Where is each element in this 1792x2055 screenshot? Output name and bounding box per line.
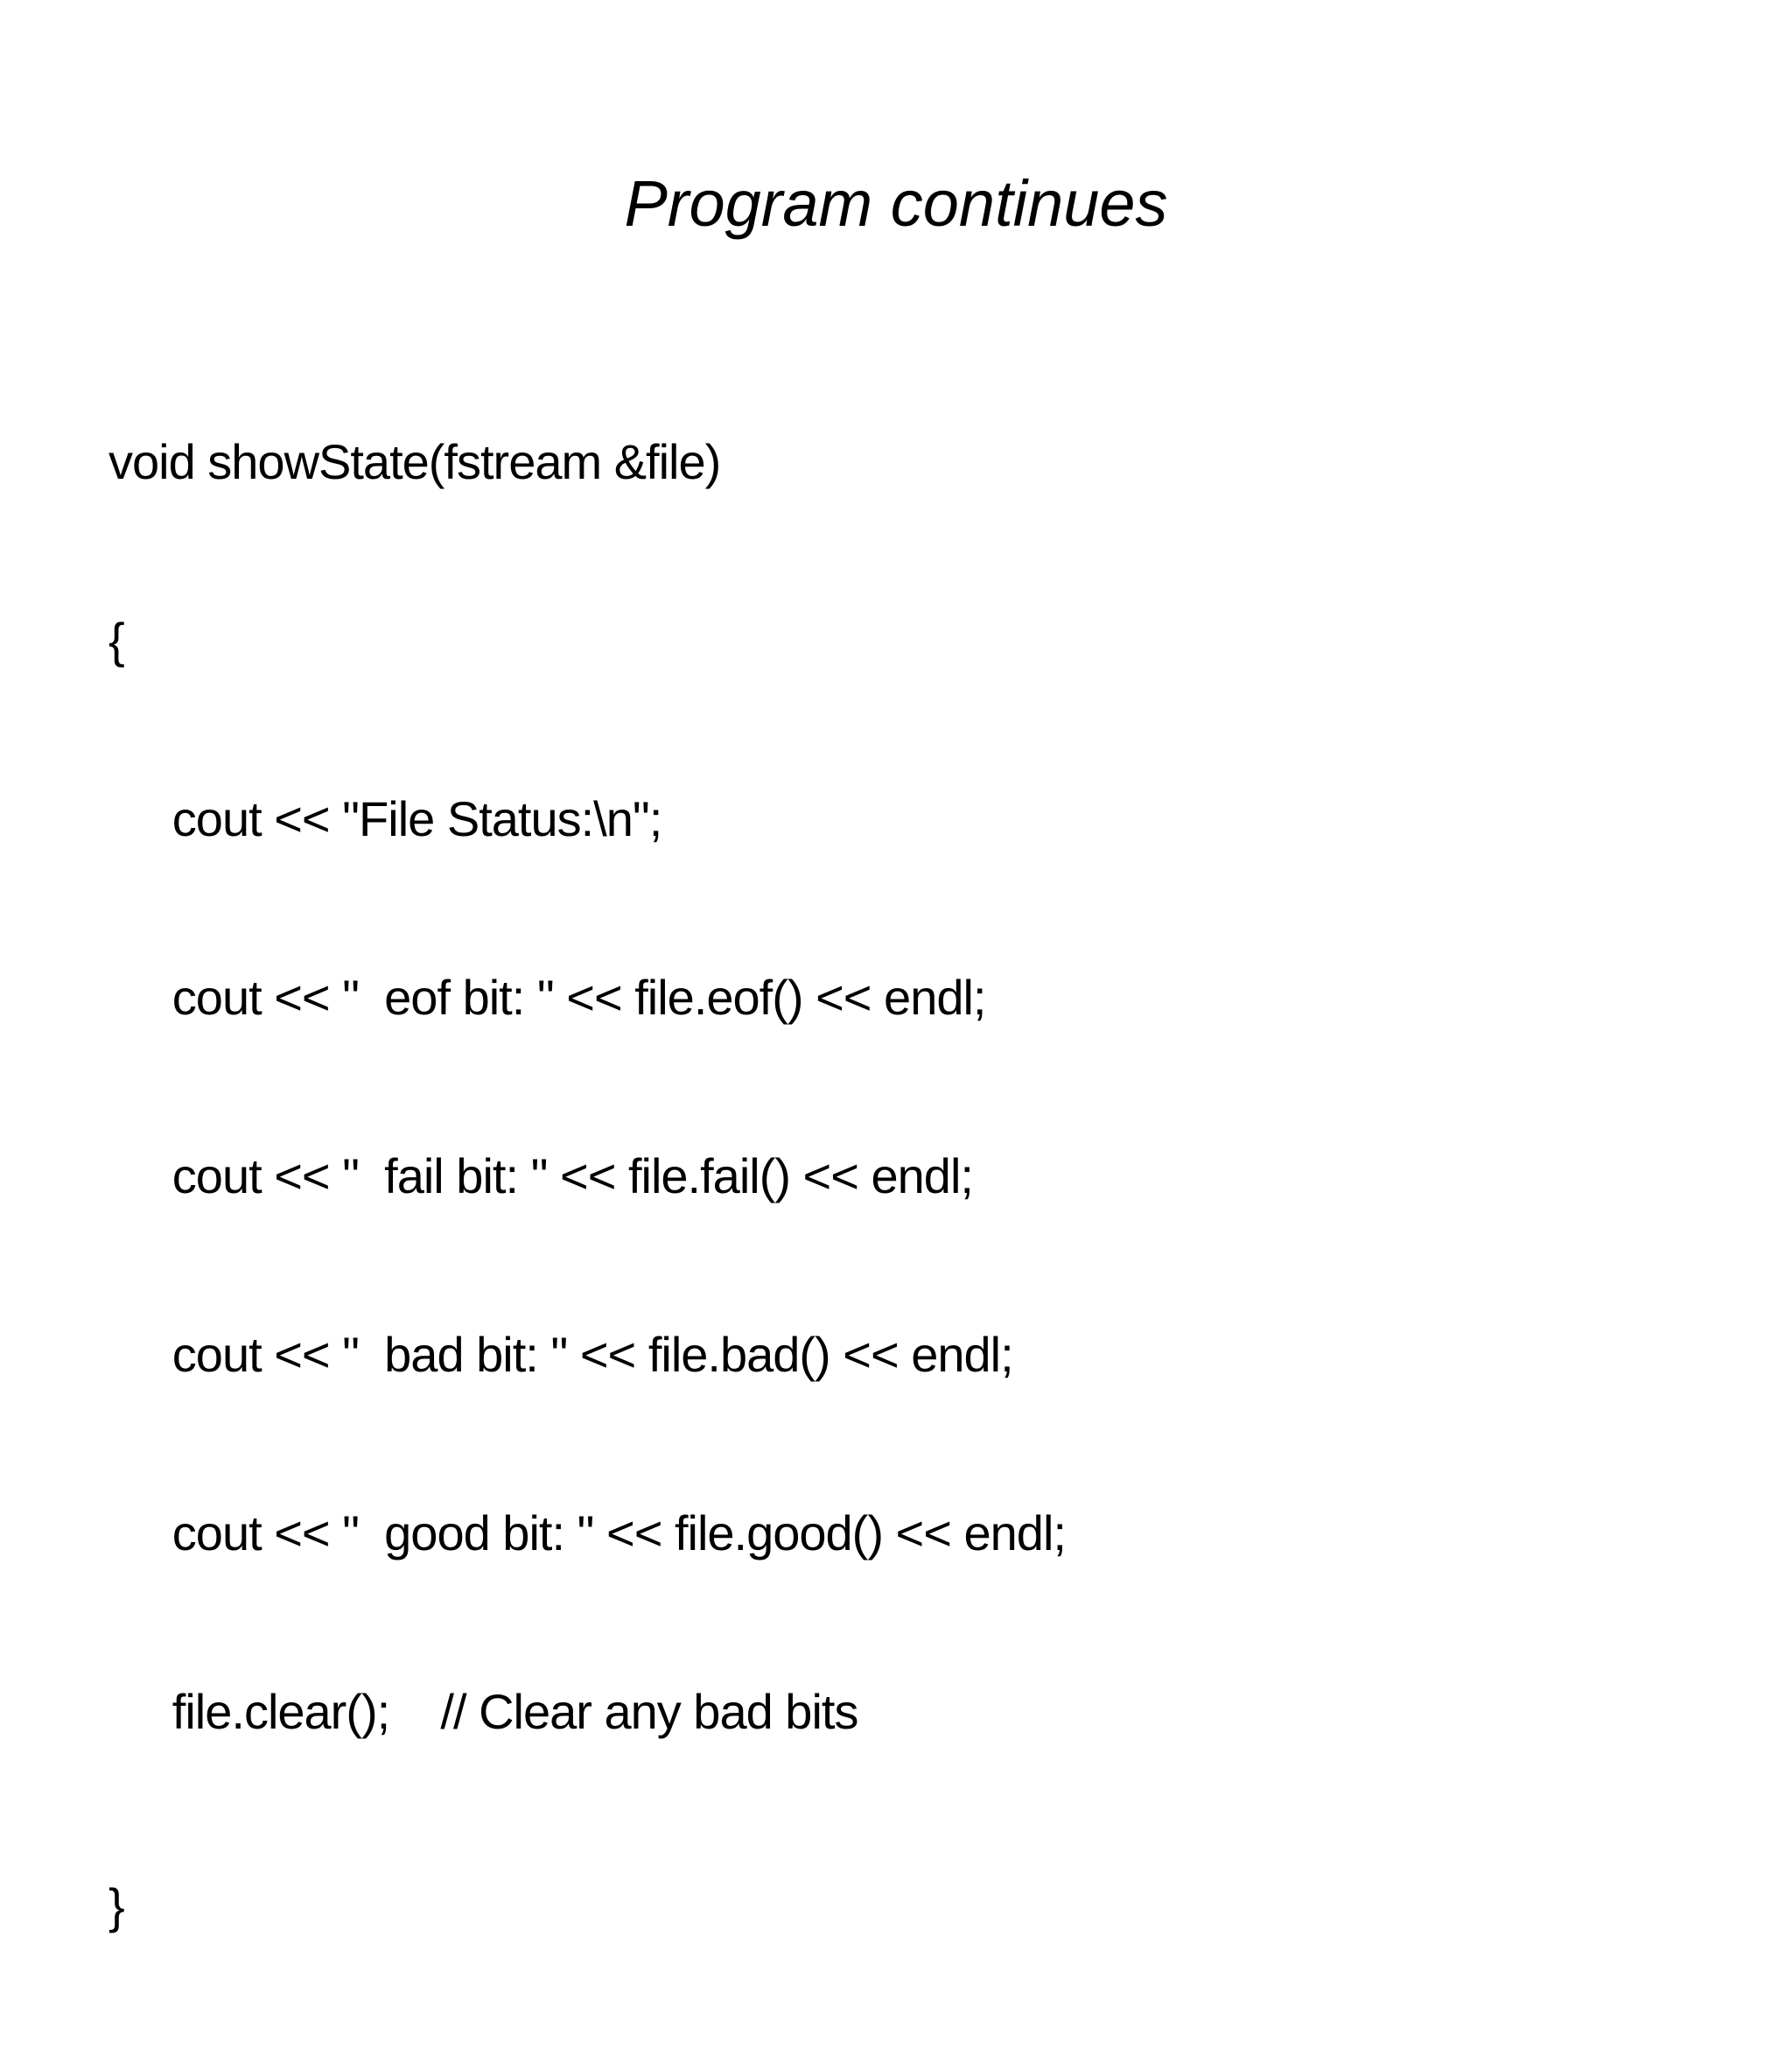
code-line-open-brace: { — [108, 613, 125, 668]
code-line-eof-bit: cout << " eof bit: " << file.eof() << en… — [108, 970, 987, 1025]
code-block: void showState(fstream &file) { cout << … — [108, 313, 1067, 2055]
code-line-file-status: cout << "File Status:\n"; — [108, 791, 663, 846]
code-line-close-brace: } — [108, 1878, 125, 1933]
code-line-bad-bit: cout << " bad bit: " << file.bad() << en… — [108, 1327, 1014, 1382]
slide-title: Program continues — [624, 166, 1168, 240]
slide: Program continues void showState(fstream… — [108, 166, 1168, 1933]
code-line-fail-bit: cout << " fail bit: " << file.fail() << … — [108, 1148, 974, 1203]
code-line-function-signature: void showState(fstream &file) — [108, 434, 721, 489]
code-line-clear: file.clear(); // Clear any bad bits — [108, 1684, 859, 1739]
code-line-good-bit: cout << " good bit: " << file.good() << … — [108, 1505, 1067, 1561]
